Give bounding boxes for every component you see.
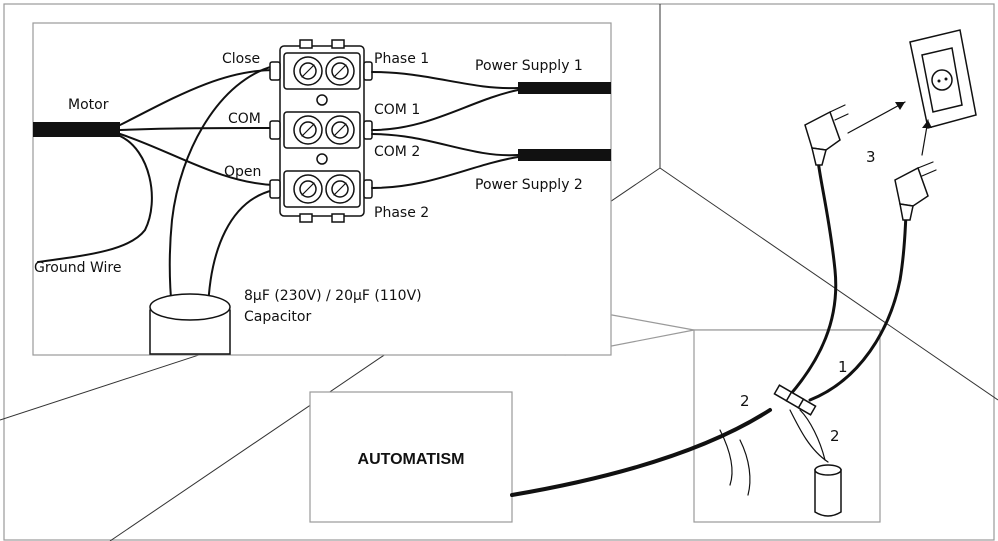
close-label: Close [222, 51, 260, 67]
automatism-cable [510, 408, 772, 497]
power-supply-1-cable [518, 82, 611, 94]
capacitor-wires [168, 65, 275, 311]
capacitor-label: Capacitor [244, 309, 311, 325]
phase-2-label: Phase 2 [374, 205, 429, 221]
insert-arrows [847, 101, 932, 156]
plug-1 [804, 104, 849, 166]
wiring-inset: Motor Close COM Open Ground Wire Phase 1… [32, 22, 612, 356]
motor-label: Motor [68, 97, 109, 113]
com-label: COM [228, 111, 261, 127]
plug-cable-1 [788, 158, 838, 397]
open-label: Open [224, 164, 261, 180]
plug-cable-2 [808, 213, 908, 402]
step-2a-label: 2 [740, 392, 750, 410]
motor-cable [33, 122, 120, 137]
terminal-block-small [773, 384, 817, 416]
power-supply-2-label: Power Supply 2 [475, 177, 583, 193]
wall-socket [909, 29, 977, 129]
plug-2 [894, 161, 937, 221]
terminal-block [269, 39, 373, 223]
automatism-box: AUTOMATISM [309, 391, 513, 523]
phase-1-label: Phase 1 [374, 51, 429, 67]
supply-wires [371, 71, 519, 189]
automatism-label: AUTOMATISM [358, 451, 465, 468]
step-1-label: 1 [838, 358, 848, 376]
capacitor-value-label: 8µF (230V) / 20µF (110V) [244, 288, 422, 304]
capacitor-small [814, 464, 842, 517]
com-1-label: COM 1 [374, 102, 420, 118]
detail-area: 1 2 2 [510, 158, 908, 523]
step-2b-label: 2 [830, 427, 840, 445]
ground-wire-label: Ground Wire [34, 260, 121, 276]
power-supply-1-label: Power Supply 1 [475, 58, 583, 74]
detail-frame [693, 329, 881, 523]
outer-frame [3, 3, 995, 541]
power-supply-2-cable [518, 149, 611, 161]
step-3-label: 3 [866, 148, 876, 166]
motor-wires [37, 69, 275, 263]
com-2-label: COM 2 [374, 144, 420, 160]
capacitor [149, 293, 231, 355]
